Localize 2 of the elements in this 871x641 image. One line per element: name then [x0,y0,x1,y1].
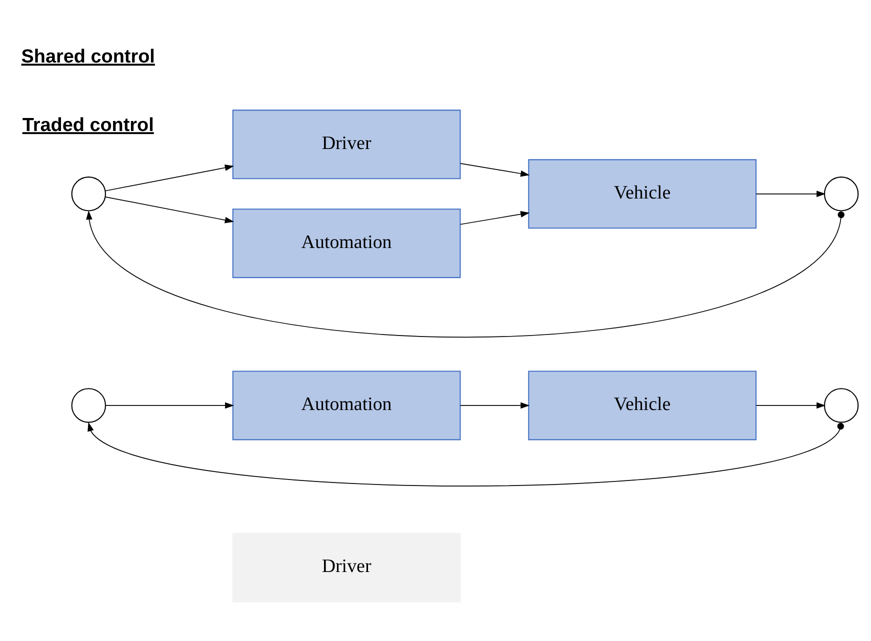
label: Shared control [21,46,155,68]
label: Traded control [22,114,154,136]
